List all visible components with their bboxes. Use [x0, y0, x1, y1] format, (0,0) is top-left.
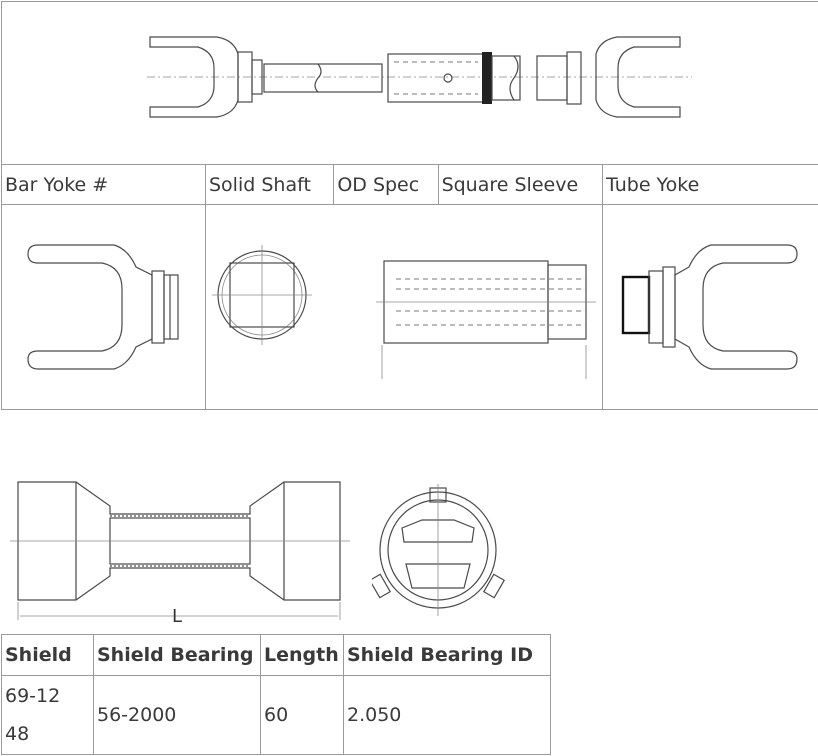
header-od-spec: OD Spec: [333, 164, 439, 205]
header-bar-yoke: Bar Yoke #: [1, 164, 206, 205]
tube-yoke-cell: [602, 204, 818, 410]
bar-yoke-cell: [1, 204, 206, 410]
header-tube-yoke: Tube Yoke: [602, 164, 818, 205]
shaft-and-sleeve-cell: [205, 204, 603, 410]
shield-end-drawing: [372, 484, 506, 616]
driveline-assembly-diagram: [147, 36, 692, 118]
shield-side-drawing: [10, 481, 350, 620]
components-table: Bar Yoke # Solid Shaft OD Spec Square Sl…: [1, 1, 818, 410]
bar-yoke-drawing: [27, 244, 179, 370]
cell-length: 60: [260, 675, 344, 755]
header-shield-bearing-id: Shield Bearing ID: [343, 634, 551, 676]
header-shield-bearing: Shield Bearing: [93, 634, 261, 676]
header-solid-shaft: Solid Shaft: [204, 164, 335, 205]
cell-shield-bearing-id: 2.050: [343, 675, 551, 755]
cell-shield: 69-1248: [1, 675, 94, 755]
assembly-diagram-cell: [1, 1, 818, 165]
tube-yoke-drawing: [621, 244, 798, 370]
header-length: Length: [260, 634, 344, 676]
shield-spec-table: Shield Shield Bearing Length Shield Bear…: [1, 634, 551, 755]
header-square-sleeve: Square Sleeve: [437, 164, 604, 205]
shaft-sleeve-drawing: [212, 245, 596, 379]
cell-shield-bearing: 56-2000: [93, 675, 261, 755]
header-shield: Shield: [1, 634, 94, 676]
length-label: L: [172, 606, 183, 627]
